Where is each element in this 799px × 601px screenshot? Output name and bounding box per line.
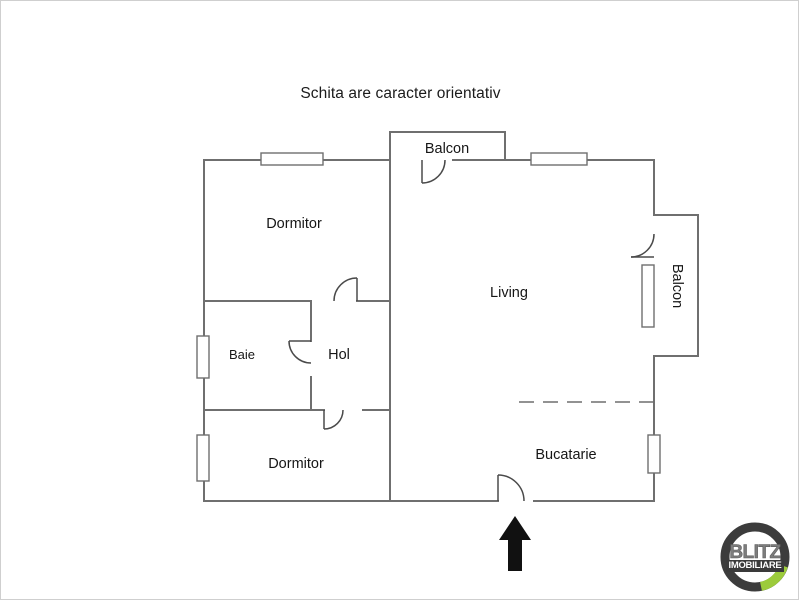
room-label-balcon-right: Balcon: [669, 264, 685, 308]
logo-subtitle-text: IMOBILIARE: [725, 560, 785, 572]
logo-brand-text: BLITZ: [729, 542, 781, 563]
room-label-balcon-top: Balcon: [425, 141, 469, 157]
room-label-bucatarie: Bucatarie: [535, 447, 596, 463]
room-label-dormitor-top: Dormitor: [266, 216, 322, 232]
entrance-arrow-icon: [499, 516, 531, 571]
window-balcon-right: [641, 264, 655, 328]
door-dormitor-top-arc: [333, 277, 358, 302]
door-baie-arc: [288, 340, 312, 364]
window-dormitor-bottom-left: [196, 434, 210, 482]
window-bucatarie-right: [647, 434, 661, 474]
window-living-top: [530, 152, 588, 166]
room-label-hol: Hol: [328, 347, 350, 363]
window-baie-left: [196, 335, 210, 379]
page-title: Schita are caracter orientativ: [300, 85, 501, 102]
room-label-dormitor-bottom: Dormitor: [268, 456, 324, 472]
window-dormitor-top: [260, 152, 324, 166]
room-label-living: Living: [490, 285, 528, 301]
room-label-baie: Baie: [229, 347, 255, 362]
door-balcon-top-arc: [421, 159, 446, 184]
door-dormitor-bottom-arc: [323, 409, 344, 430]
blitz-imobiliare-logo: BLITZ IMOBILIARE: [717, 519, 793, 595]
door-entrance-arc: [497, 474, 525, 502]
door-balcon-right-arc: [630, 233, 655, 258]
